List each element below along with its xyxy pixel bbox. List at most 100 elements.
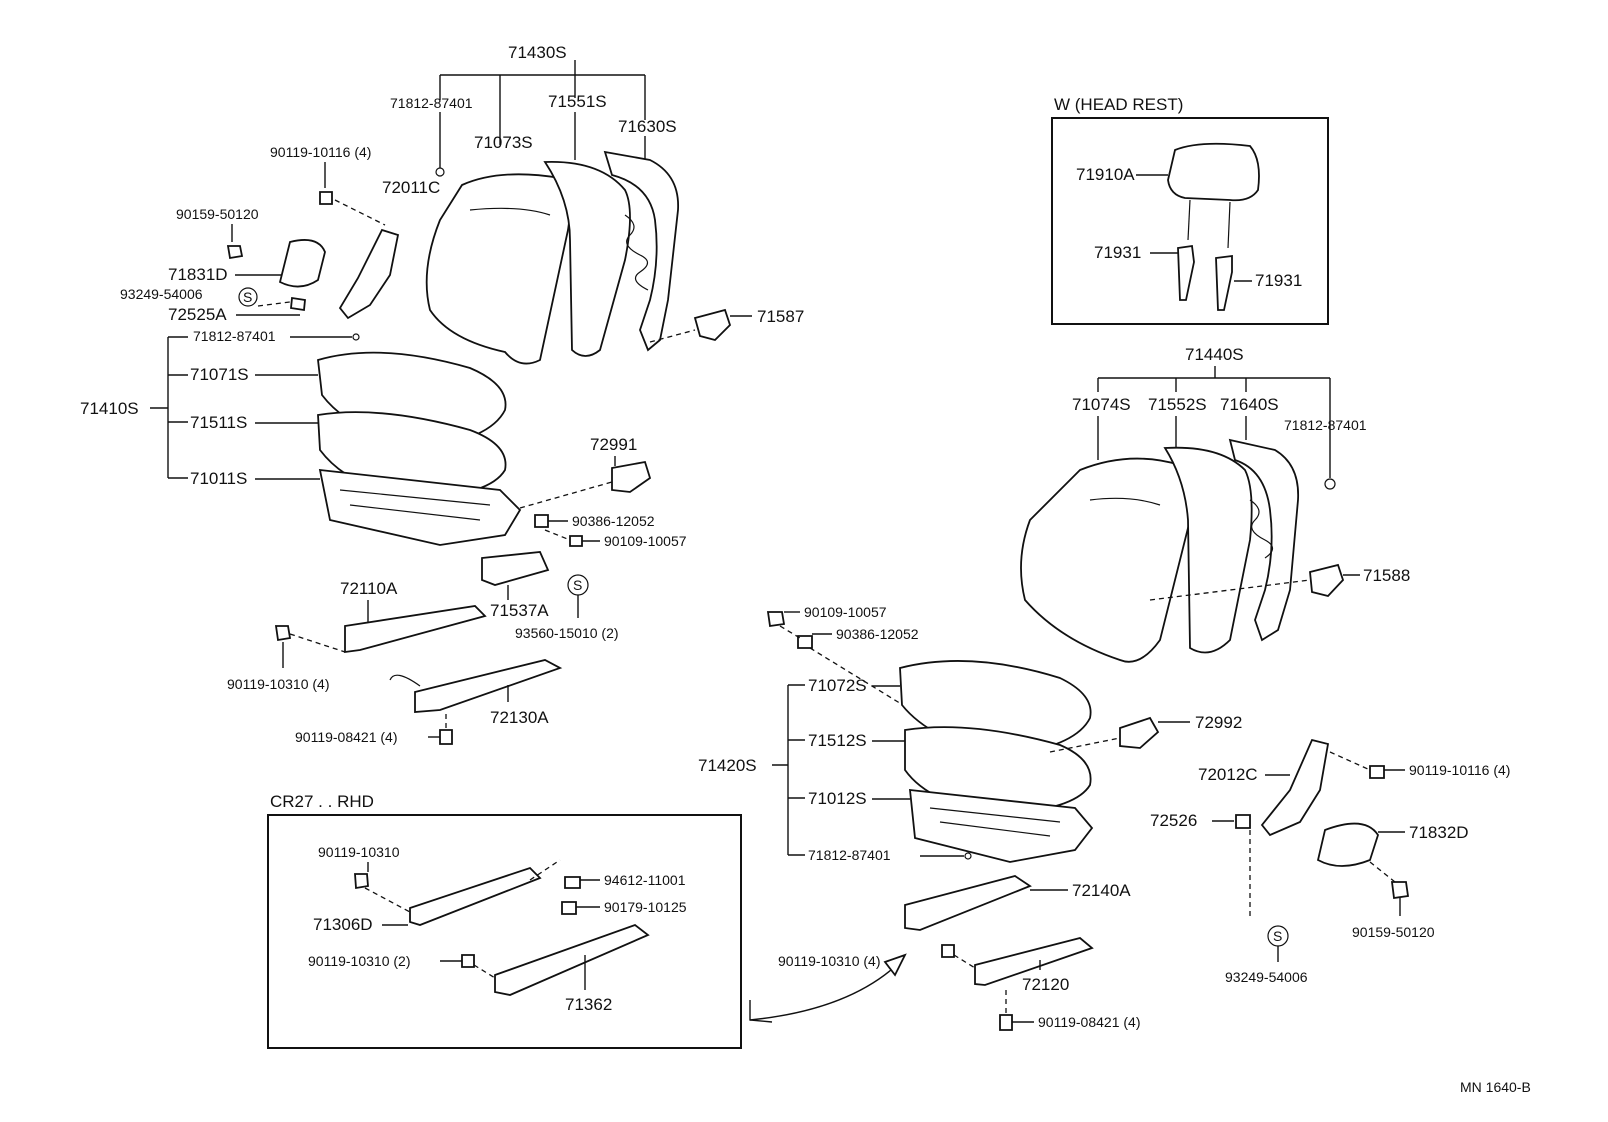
recliner-cover-71832D-icon [1316,822,1379,867]
label-71074S: 71074S [1072,395,1131,414]
bolt-icon [319,191,333,205]
seat-rail-72110A-icon [344,605,487,654]
label-90109-10057-a: 90109-10057 [604,533,687,549]
hinge-cover-71587-icon [693,308,732,342]
label-71552S: 71552S [1148,395,1207,414]
label-71630S: 71630S [618,117,677,136]
bracket-71440S [1097,366,1331,478]
recliner-72012C-icon [1260,738,1330,837]
label-72012C: 72012C [1198,765,1258,784]
s-mark-text: S [1273,928,1282,944]
label-71831D: 71831D [168,265,228,284]
seat-rail-72140A-icon [904,875,1032,931]
bolt-icon [461,954,475,968]
label-71072S: 71072S [808,676,867,695]
cushion-frame-71011S-icon [318,468,522,546]
label-71812-87401-d: 71812-87401 [808,847,891,863]
screw-icon [1390,881,1410,900]
label-90179-10125: 90179-10125 [604,899,687,915]
label-71512S: 71512S [808,731,867,750]
label-94612-11001: 94612-11001 [604,872,686,888]
label-71430S: 71430S [508,43,567,62]
seat-back-cover-icon [425,173,572,365]
label-72120: 72120 [1022,975,1069,994]
label-71551S: 71551S [548,92,607,111]
label-72525A: 72525A [168,305,227,324]
clip-icon [435,167,445,177]
hinge-cover-71588-icon [1309,563,1345,598]
bolt-icon [439,729,453,745]
label-72140A: 72140A [1072,881,1131,900]
label-90119-10116-b: 90119-10116 (4) [1409,762,1510,778]
s-mark-text: S [573,577,582,593]
rail-71306D-icon [409,866,542,926]
label-90119-08421-a: 90119-08421 (4) [295,729,397,745]
label-71410S: 71410S [80,399,139,418]
footer-code: MN 1640-B [1460,1079,1531,1095]
nut-icon [534,514,549,528]
label-90109-10057-b: 90109-10057 [804,604,887,620]
label-71587: 71587 [757,307,804,326]
seat-rail-72120-icon [974,937,1094,986]
label-90119-10310-b: 90119-10310 (4) [778,953,880,969]
washer-72526-icon [1235,814,1251,829]
washer-72525A-icon [290,296,306,312]
seat-back-frame-71640S-icon [1228,438,1299,642]
bolt-icon [569,535,583,547]
label-90119-08421-b: 90119-08421 (4) [1038,1014,1140,1030]
label-90159-50120-a: 90159-50120 [176,206,259,222]
recliner-72011C-icon [338,228,400,320]
bolt-icon [941,944,955,958]
seat-back-frame-icon [603,150,679,352]
label-71931-a: 71931 [1094,243,1141,262]
label-71931-b: 71931 [1255,271,1302,290]
label-71306D: 71306D [313,915,373,934]
headrest-support-icon [1215,254,1233,311]
label-90386-12052-a: 90386-12052 [572,513,655,529]
cover-72991-icon [611,460,652,493]
label-71440S: 71440S [1185,345,1244,364]
screw-icon [226,245,244,260]
seat-back-pad-icon [543,161,631,357]
headrest-71910A-icon [1167,142,1260,202]
seat-back-pad-71552S-icon [1163,446,1253,654]
label-71640S: 71640S [1220,395,1279,414]
label-90119-10116-a: 90119-10116 (4) [270,144,371,160]
rhd-box [267,814,742,1049]
label-71812-87401-c: 71812-87401 [1284,417,1367,433]
label-90159-50120-b: 90159-50120 [1352,924,1435,940]
rhd-title: CR27 . . RHD [270,792,374,811]
label-72992: 72992 [1195,713,1242,732]
label-71812-87401-a: 71812-87401 [390,95,473,111]
bracket-71430S [439,60,646,145]
cover-72992-icon [1119,716,1160,749]
nut-icon [561,901,577,915]
headrest-title: W (HEAD REST) [1054,95,1183,114]
label-71910A: 71910A [1076,165,1135,184]
label-71071S: 71071S [190,365,249,384]
label-90386-12052-b: 90386-12052 [836,626,919,642]
label-90119-10310-d: 90119-10310 (2) [308,953,410,969]
label-71511S: 71511S [190,413,247,432]
label-71588: 71588 [1363,566,1410,585]
label-93560-15010: 93560-15010 (2) [515,625,619,641]
cover-71537A-icon [481,551,550,586]
s-mark-icon [238,287,258,307]
cushion-frame-71012S-icon [908,788,1094,863]
label-71012S: 71012S [808,789,867,808]
bolt-icon [1369,765,1385,779]
label-71362: 71362 [565,995,612,1014]
label-90119-10310-a: 90119-10310 (4) [227,676,329,692]
label-93249-54006-a: 93249-54006 [120,286,203,302]
nut-icon [797,635,813,649]
label-90119-10310-c: 90119-10310 [318,844,400,860]
bolt-icon [354,873,369,890]
label-71812-87401-b: 71812-87401 [193,328,276,344]
label-72526: 72526 [1150,811,1197,830]
rail-71362-icon [494,923,650,996]
headrest-support-icon [1177,244,1195,301]
label-71073S: 71073S [474,133,533,152]
label-72110A: 72110A [340,579,398,598]
washer-icon [564,876,581,889]
